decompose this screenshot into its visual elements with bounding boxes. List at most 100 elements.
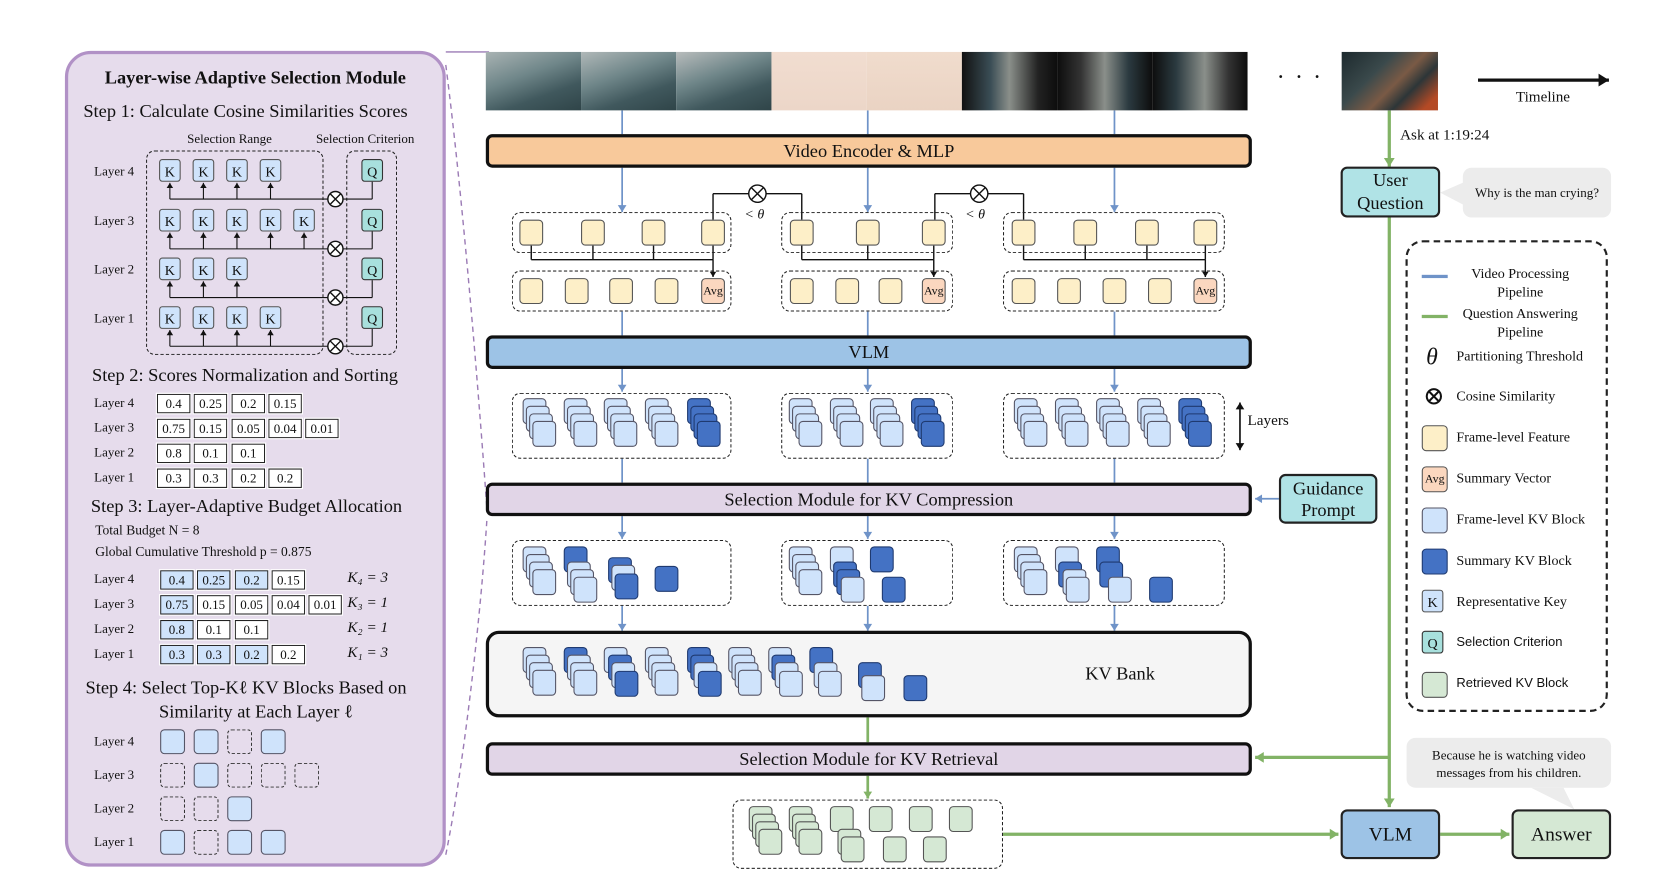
score-cell: 0.15: [195, 594, 232, 616]
frame-kv-block: [532, 569, 557, 596]
frame-level-feature: [519, 278, 544, 305]
retrieved-kv-group: [732, 799, 1004, 869]
video-frame-thumbnail: [581, 51, 677, 111]
retrieved-kv-block: [758, 828, 783, 855]
selected-kv-block: [160, 829, 186, 855]
retrieved-kv-block: [868, 806, 893, 833]
legend-label: Summary Vector: [1456, 469, 1552, 486]
score-cell: 0.4: [155, 392, 192, 415]
score-cell: 0.3: [155, 467, 192, 490]
legend-label: Video Processing Pipeline: [1471, 265, 1570, 300]
frame-level-feature: [1102, 278, 1127, 305]
threshold-label-1: < θ: [744, 205, 765, 222]
frame-kv-block: [1146, 420, 1171, 447]
key-arrow-arrowhead: [200, 330, 207, 336]
frame-feature-group: [511, 212, 732, 254]
representative-key: K: [226, 257, 248, 281]
selected-kv-block: [227, 796, 253, 822]
selected-score-cell: 0.75: [159, 594, 195, 616]
video-pipeline-arrow-arrowhead: [1110, 205, 1119, 213]
frame-level-feature: [878, 278, 903, 305]
selection-criterion-query: Q: [361, 208, 384, 232]
legend-label: Question Answering Pipeline: [1462, 305, 1578, 340]
representative-key: K: [192, 159, 215, 182]
frame-kv-block: [840, 576, 865, 603]
legend-label: Representative Key: [1456, 592, 1567, 610]
unselected-kv-block: [294, 762, 320, 788]
representative-key: K: [226, 159, 248, 182]
video-pipeline-arrow-arrowhead: [617, 531, 627, 539]
timeline-label: Timeline: [1515, 89, 1571, 107]
frame-kv-block: [798, 569, 823, 596]
selected-score-cell: 0.4: [159, 569, 195, 591]
step3-layer-label: Layer 2: [94, 621, 135, 637]
blue-line-icon: [1421, 274, 1448, 279]
selected-kv-block: [260, 829, 286, 855]
frame-kv-block: [1065, 576, 1090, 603]
step1-layer-label: Layer 2: [94, 261, 135, 277]
user-question-box: User Question: [1340, 166, 1441, 218]
video-frame-thumbnail: [771, 51, 867, 111]
frame-level-feature: [1148, 278, 1172, 305]
kv-cache-group: [781, 392, 954, 459]
ellipsis: · · ·: [1276, 62, 1324, 90]
unselected-kv-block: [227, 729, 253, 755]
unselected-kv-block: [193, 829, 219, 855]
key-arrow-arrowhead: [233, 232, 241, 238]
frame-level-feature: [701, 219, 725, 246]
ask-arrow-arrowhead: [1383, 157, 1395, 167]
frame-kv-block: [1107, 576, 1132, 603]
zoom-guide-lines: [445, 64, 488, 855]
summary-kv-block: [614, 573, 639, 600]
score-cell: 0.01: [307, 594, 343, 616]
step3-layer-label: Layer 1: [94, 645, 135, 662]
layer-budget-k: K₂ = 1: [347, 619, 389, 637]
summary-feature-group: [511, 270, 732, 312]
summary-kv-icon: [1421, 548, 1448, 575]
key-arrow-arrowhead: [233, 281, 241, 287]
frame-kv-block: [1023, 420, 1048, 447]
score-cell: 0.05: [233, 594, 270, 616]
selection-criterion-query: Q: [361, 159, 384, 182]
summary-vector: Avg: [1193, 278, 1218, 305]
step4-layer-label: Layer 1: [94, 834, 135, 850]
representative-key: K: [159, 257, 181, 281]
summary-kv-block: [1149, 576, 1173, 603]
layers-label: Layers: [1247, 413, 1289, 430]
step2-layer-label: Layer 3: [94, 419, 135, 435]
panel-title: Layer-wise Adaptive Selection Module: [104, 67, 406, 88]
frame-kv-block: [1023, 569, 1048, 596]
score-cell: 0.25: [192, 392, 229, 415]
selection-criterion-query: Q: [361, 306, 384, 329]
layer-budget-k: K₄ = 3: [347, 570, 389, 587]
legend-box: [1405, 240, 1608, 712]
video-pipeline-arrow-arrowhead: [617, 384, 627, 392]
score-cell: 0.15: [270, 569, 307, 591]
selection-criterion-label: Selection Criterion: [315, 130, 415, 147]
cosine-similarity-op-cross: [329, 243, 342, 255]
representative-key: K: [259, 208, 282, 232]
score-cell: 0.1: [233, 618, 270, 641]
score-cell: 0.2: [230, 467, 267, 490]
kv-compression-module: Selection Module for KV Compression: [485, 482, 1252, 517]
representative-key: K: [159, 306, 181, 329]
unselected-kv-block: [160, 762, 186, 788]
score-cell: 0.15: [267, 392, 303, 415]
kv-retrieval-module: Selection Module for KV Retrieval: [485, 742, 1252, 776]
selected-score-cell: 0.3: [159, 643, 195, 666]
step4-layer-label: Layer 3: [94, 767, 135, 783]
legend-label: Retrieved KV Block: [1456, 675, 1569, 691]
cosine-similarity-op-cross: [329, 340, 342, 353]
key-arrow-arrowhead: [267, 330, 274, 336]
question-bubble-tail: [1440, 181, 1466, 206]
summary-kv-block: [920, 420, 945, 447]
frame-kv-block: [737, 669, 762, 696]
vlm-encoder-bar: VLM: [485, 335, 1252, 369]
legend-label: Partitioning Threshold: [1456, 347, 1584, 364]
theta-icon: θ: [1426, 342, 1438, 371]
step1-layer-label: Layer 3: [94, 213, 135, 229]
summary-kv-block: [903, 675, 928, 702]
global-threshold: Global Cumulative Threshold p = 0.875: [95, 544, 312, 560]
query-icon: Q: [1421, 630, 1444, 654]
layer-budget-k: K₁ = 3: [347, 644, 389, 662]
